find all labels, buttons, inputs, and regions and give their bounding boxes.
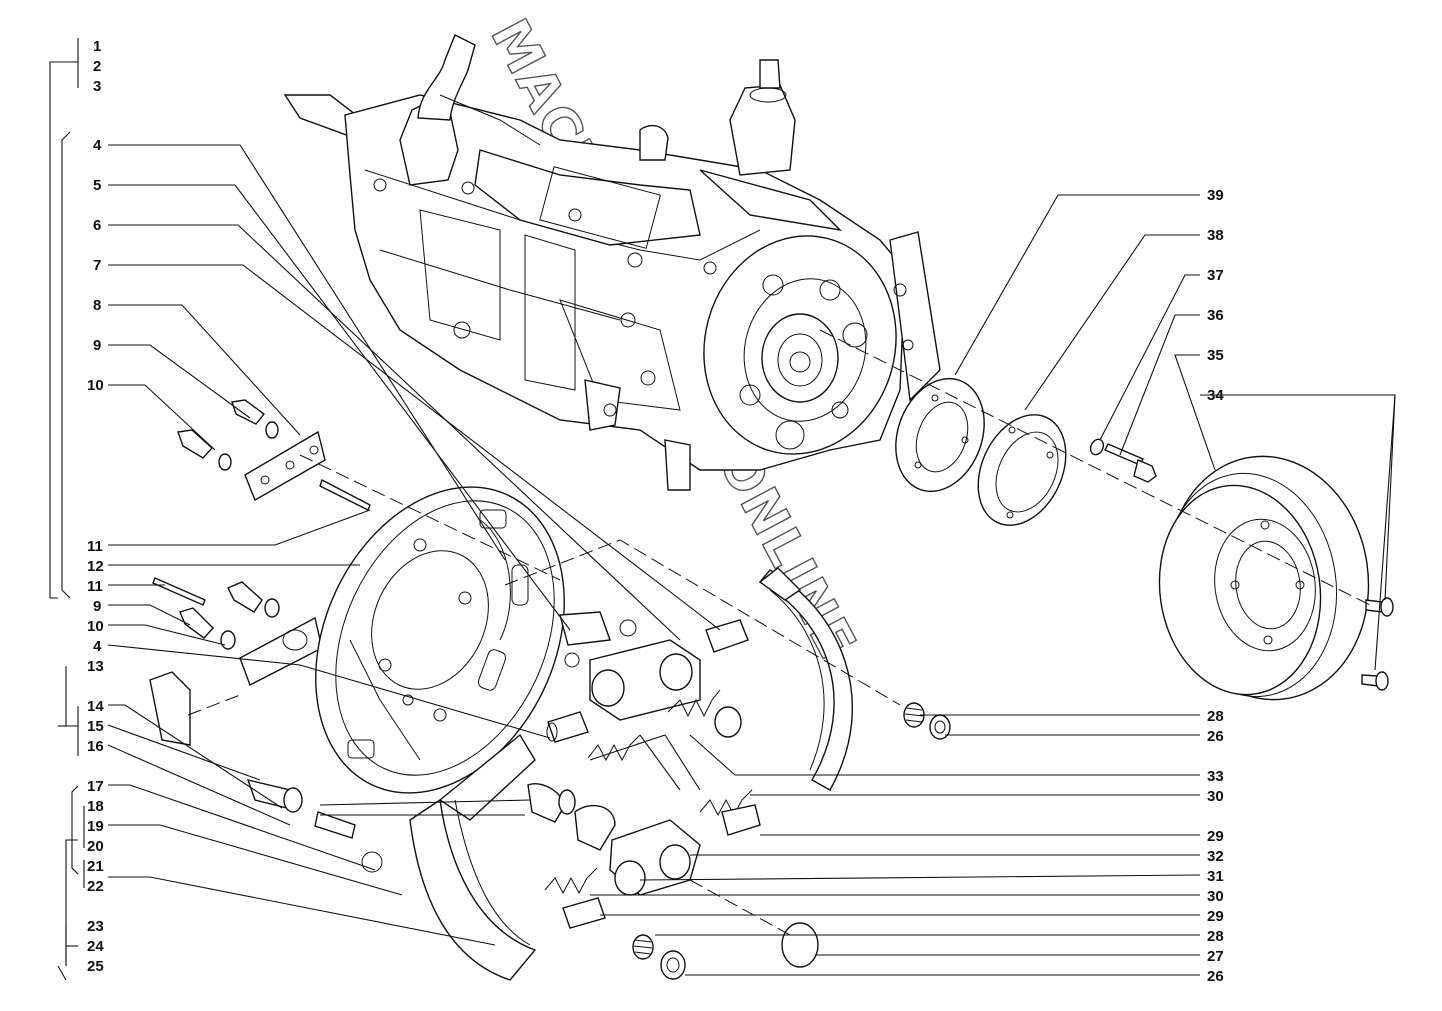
callout-28b: 28: [1207, 928, 1224, 945]
group-brackets: [49, 38, 85, 981]
callout-29: 29: [1207, 828, 1224, 845]
springs-28-26-lower: [632, 934, 686, 980]
callout-24: 24: [87, 938, 104, 955]
callout-5: 5: [93, 177, 101, 194]
callout-28: 28: [1207, 708, 1224, 725]
brake-shoe-left: [409, 733, 537, 981]
callout-15: 15: [87, 718, 104, 735]
callout-27: 27: [1207, 948, 1224, 965]
bracket-13: [149, 671, 191, 746]
callout-36: 36: [1207, 307, 1224, 324]
callout-9b: 9: [93, 598, 101, 615]
callout-10b: 10: [87, 618, 104, 635]
callout-12: 12: [87, 558, 104, 575]
oring-27: [781, 922, 819, 968]
callout-2: 2: [93, 58, 101, 75]
callout-19: 19: [87, 818, 104, 835]
callout-18: 18: [87, 798, 104, 815]
callout-23: 23: [87, 918, 104, 935]
adjuster-14-16: [246, 779, 356, 839]
callout-9: 9: [93, 337, 101, 354]
bolt-37: [1104, 443, 1157, 483]
callout-38: 38: [1207, 227, 1224, 244]
callout-4b: 4: [93, 638, 102, 655]
callout-16: 16: [87, 738, 104, 755]
adjuster-upper-30: [527, 783, 576, 823]
callout-1: 1: [93, 38, 101, 55]
transmission-housing: [283, 34, 941, 491]
callout-22: 22: [87, 878, 104, 895]
callout-11: 11: [87, 538, 103, 555]
wheel-cylinder-upper: [546, 611, 749, 743]
callout-7: 7: [93, 257, 101, 274]
bolts-washers-upper: [177, 399, 371, 511]
callout-29b: 29: [1207, 908, 1224, 925]
callout-34: 34: [1207, 387, 1224, 404]
callout-20: 20: [87, 838, 104, 855]
callout-26b: 26: [1207, 968, 1224, 985]
callout-31: 31: [1207, 868, 1224, 885]
callout-33: 33: [1207, 768, 1224, 785]
callout-30: 30: [1207, 788, 1224, 805]
wheel-cylinder-lower: [361, 804, 761, 929]
washer-36: [1089, 438, 1105, 456]
callout-8: 8: [93, 297, 101, 314]
callout-32: 32: [1207, 848, 1224, 865]
callout-21: 21: [87, 858, 104, 875]
callout-4: 4: [93, 137, 102, 154]
callout-11b: 11: [87, 578, 103, 595]
callout-17: 17: [87, 778, 104, 795]
callout-6: 6: [93, 217, 101, 234]
callout-37: 37: [1207, 267, 1224, 284]
callout-3: 3: [93, 78, 101, 95]
callouts-left: 1 2 3 4 5 6 7 8 9 10 11 12 11 9 10 4 13 …: [87, 38, 104, 975]
callout-30b: 30: [1207, 888, 1224, 905]
callout-25: 25: [87, 958, 104, 975]
bolts-washers-lower: [152, 577, 323, 686]
callout-39: 39: [1207, 187, 1224, 204]
callout-10: 10: [87, 377, 104, 394]
callout-14: 14: [87, 698, 104, 715]
brake-drum-35: [1158, 455, 1370, 701]
gasket-39: [895, 377, 985, 493]
callout-35: 35: [1207, 347, 1224, 364]
callout-26: 26: [1207, 728, 1224, 745]
springs-28-26-right: [903, 702, 951, 740]
callouts-right: 39 38 37 36 35 34 28 26 33 30 29 32 31 3…: [1207, 187, 1224, 985]
brake-shoe-right: [758, 567, 853, 791]
springs-upper: [587, 689, 753, 817]
brake-backing-plate: [315, 486, 565, 794]
screws-34: [1361, 597, 1394, 691]
leader-lines: [107, 144, 1396, 976]
callout-13: 13: [87, 658, 104, 675]
